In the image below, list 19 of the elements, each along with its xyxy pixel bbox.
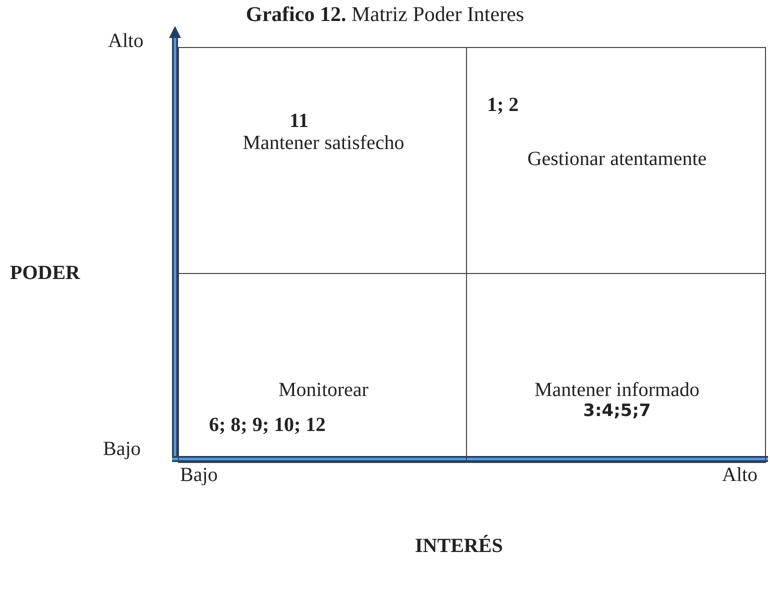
stakeholder-numbers: 3:4;5;7 xyxy=(582,402,652,422)
quadrant-box xyxy=(466,273,766,463)
stakeholder-numbers: 11 xyxy=(288,110,310,133)
quadrant-box xyxy=(178,47,467,274)
quadrant-box xyxy=(466,47,766,274)
axis-tick-label: Bajo xyxy=(180,464,218,487)
axis-tick-label: Alto xyxy=(722,464,758,487)
quadrant-label: Mantener informado xyxy=(534,379,700,402)
axis-tick-label: Alto xyxy=(108,30,144,53)
quadrant-label: Mantener satisfecho xyxy=(242,132,406,155)
quadrant-label: Monitorear xyxy=(278,379,370,402)
quadrant-label: Gestionar atentamente xyxy=(527,147,707,172)
title: Grafico 12. Matriz Poder Interes xyxy=(244,2,526,27)
axis-title: PODER xyxy=(10,262,80,285)
axis-tick-label: Bajo xyxy=(103,438,141,461)
axis-title: INTERÉS xyxy=(415,535,503,558)
stakeholder-numbers: 6; 8; 9; 10; 12 xyxy=(209,414,327,437)
quadrant-box xyxy=(178,273,467,463)
stakeholder-numbers: 1; 2 xyxy=(487,94,520,117)
